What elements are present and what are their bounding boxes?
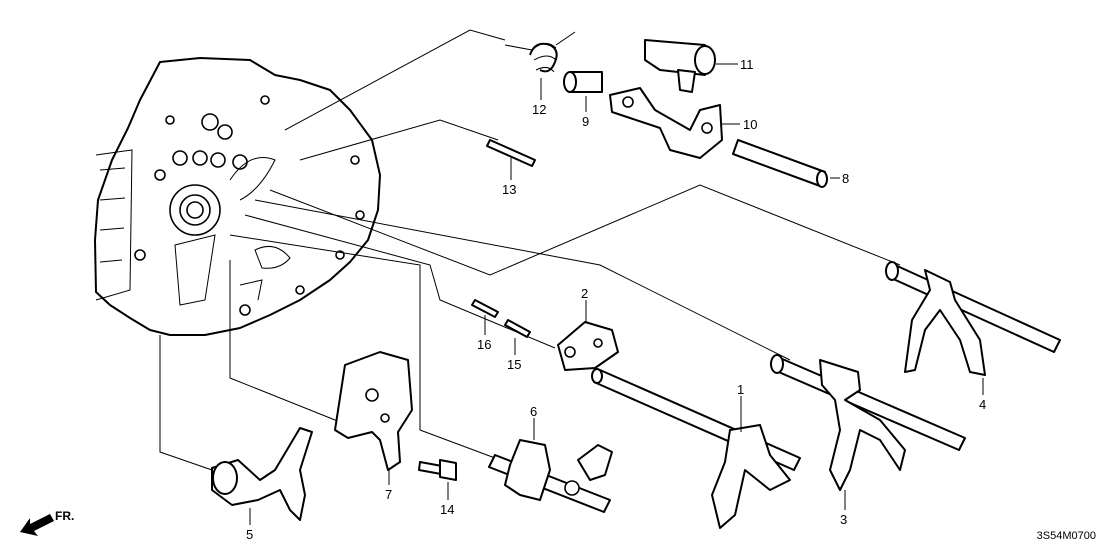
callout-7: 7 bbox=[385, 487, 392, 502]
callout-5: 5 bbox=[246, 527, 253, 542]
callout-3: 3 bbox=[840, 512, 847, 527]
interlock-part-2 bbox=[557, 300, 619, 371]
switch-part-11 bbox=[644, 39, 738, 93]
pin-part-15 bbox=[504, 319, 531, 355]
transmission-case bbox=[94, 57, 381, 336]
front-arrow-icon bbox=[20, 514, 54, 536]
callout-labels: 1 2 3 4 5 6 7 8 9 10 11 12 13 14 15 16 bbox=[246, 57, 986, 542]
callout-11: 11 bbox=[740, 57, 754, 72]
callout-10: 10 bbox=[743, 117, 757, 132]
spring-part-12 bbox=[504, 31, 576, 100]
callout-4: 4 bbox=[979, 397, 986, 412]
callout-8: 8 bbox=[842, 171, 849, 186]
callout-16: 16 bbox=[477, 337, 491, 352]
shift-fork-part-4 bbox=[885, 261, 1061, 395]
bracket-part-10 bbox=[609, 87, 740, 159]
shift-arm-part-7 bbox=[334, 351, 413, 485]
bolt-part-14 bbox=[418, 459, 457, 500]
callout-14: 14 bbox=[440, 502, 454, 517]
shift-fork-part-5 bbox=[211, 427, 313, 525]
callout-1: 1 bbox=[737, 382, 744, 397]
callout-2: 2 bbox=[581, 286, 588, 301]
collar-part-9 bbox=[563, 71, 603, 112]
fork-part-6 bbox=[488, 418, 613, 513]
callout-15: 15 bbox=[507, 357, 521, 372]
rod-part-8 bbox=[732, 139, 840, 188]
diagram-code: 3S54M0700 bbox=[1036, 530, 1096, 542]
shift-fork-part-1 bbox=[591, 368, 801, 529]
leader-lines bbox=[159, 29, 901, 471]
callout-9: 9 bbox=[582, 114, 589, 129]
callout-12: 12 bbox=[532, 102, 546, 117]
pin-part-13 bbox=[486, 139, 536, 180]
front-label: FR. bbox=[55, 509, 74, 523]
shift-fork-part-3 bbox=[770, 354, 966, 510]
callout-6: 6 bbox=[530, 404, 537, 419]
pin-part-16 bbox=[471, 299, 499, 335]
front-direction-indicator: FR. bbox=[20, 509, 74, 536]
callout-13: 13 bbox=[502, 182, 516, 197]
